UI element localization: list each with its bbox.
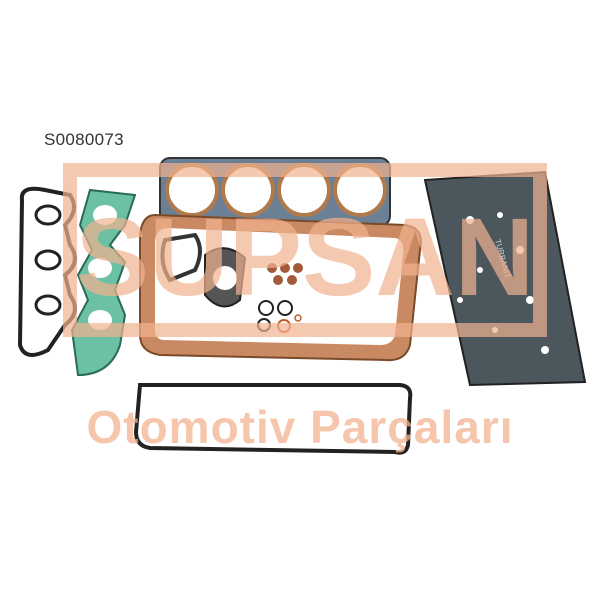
small-seals [160, 232, 303, 333]
watermark-tagline: Otomotiv Parçaları [86, 401, 514, 453]
product-code: S0080073 [44, 130, 124, 149]
valve-cover-gasket [133, 383, 413, 455]
watermark-logo: SUPSAN [63, 163, 547, 337]
watermark-brand: SUPSAN [76, 196, 534, 319]
